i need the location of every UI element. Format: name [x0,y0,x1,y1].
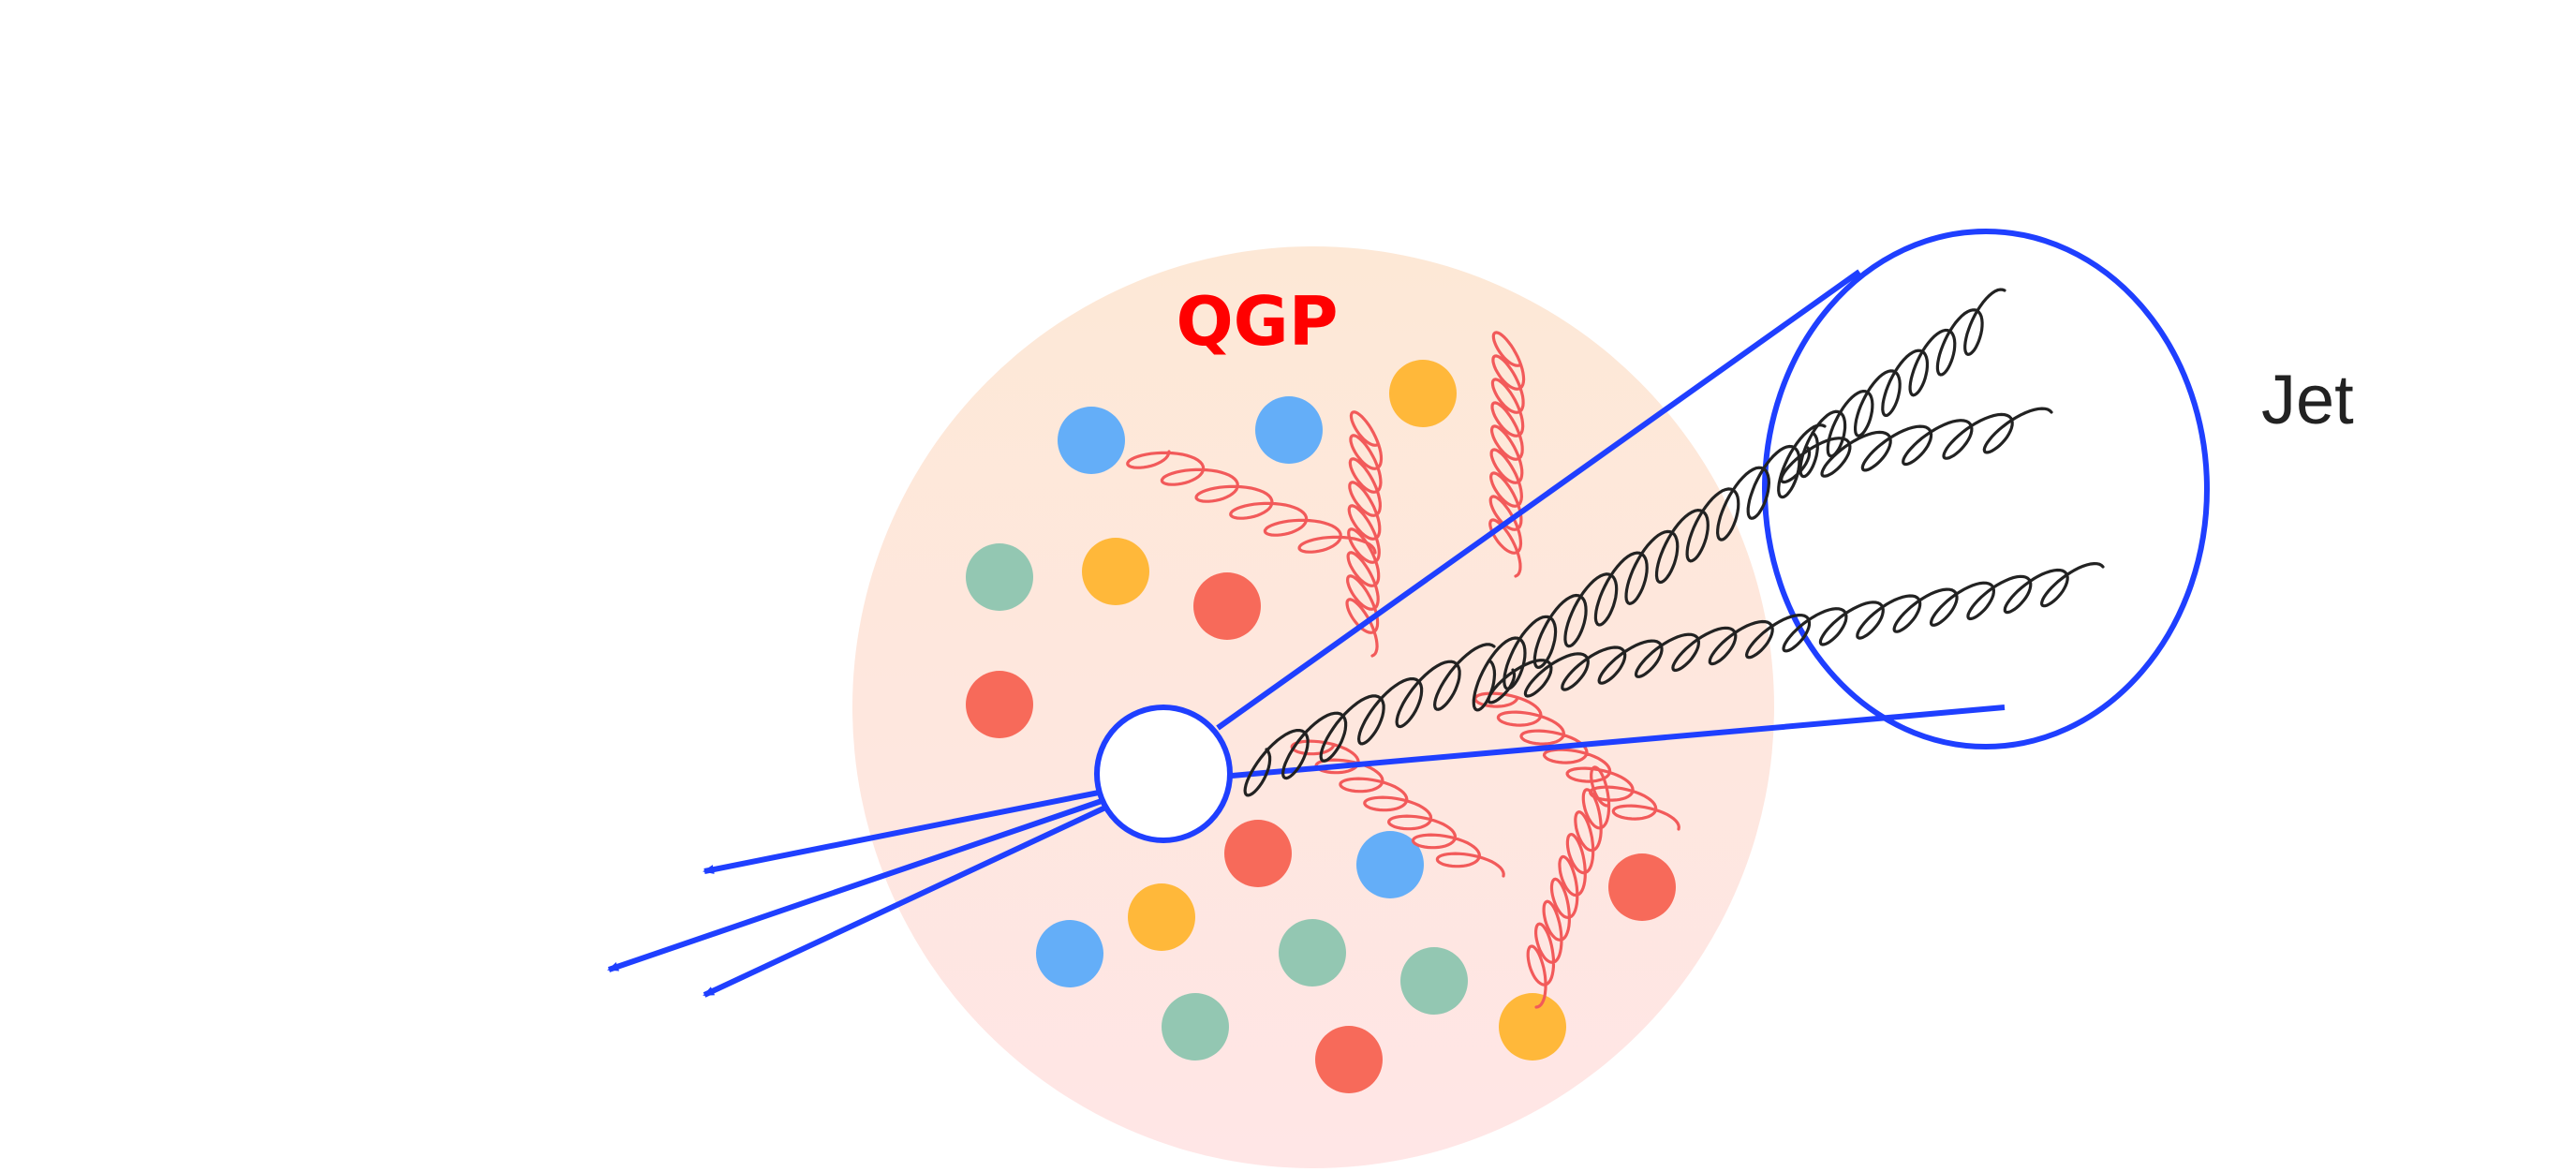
jet-cone [1216,229,2210,779]
plasma-particles [966,360,1676,1093]
particle-green [1279,919,1346,987]
particle-red [1193,572,1261,640]
particle-orange [1082,538,1149,605]
jet-cone-upper-edge [1216,269,1861,731]
gluon-coil-icon [1345,410,1384,658]
jet-label: Jet [2261,361,2354,438]
particle-green [1162,993,1229,1061]
particle-green [1400,947,1468,1015]
jet-cone-ellipse [1762,229,2210,749]
jet-gluon-shower [1243,288,2105,797]
particle-blue [1356,831,1424,898]
gluon-coil-icon [1780,407,2053,484]
gluon-coil-icon [1799,288,2006,479]
particle-red [1224,820,1292,887]
recoil-particle-arrow-icon [607,798,1103,972]
medium-gluons [1126,331,1680,1009]
gluon-coil-icon [1487,561,2105,705]
recoil-particle-arrow-icon [703,805,1107,998]
jet-cone-lower-edge [1231,705,2006,779]
gluon-coil-icon [1473,691,1680,831]
gluon-coil-icon [1243,643,1496,797]
particle-red [1608,853,1676,921]
gluon-coil-icon [1488,331,1526,578]
recoil-particle-arrow-icon [703,789,1104,874]
particle-blue [1036,920,1103,987]
particle-green [966,543,1033,611]
particle-orange [1389,360,1457,427]
gluon-coil-icon [1126,450,1377,555]
particle-orange [1499,993,1566,1061]
hard-scattering-vertex-icon [1094,705,1233,843]
gluon-coil-icon [1526,765,1611,1009]
particle-blue [1255,396,1323,464]
gluon-coil-icon [1290,739,1505,878]
particle-red [966,671,1033,738]
gluon-coil-icon [1472,423,1827,712]
recoil-arrows [607,789,1107,998]
qgp-label: QGP [1176,282,1338,361]
particle-orange [1128,883,1195,951]
particle-red [1315,1026,1383,1093]
particle-blue [1058,407,1125,474]
